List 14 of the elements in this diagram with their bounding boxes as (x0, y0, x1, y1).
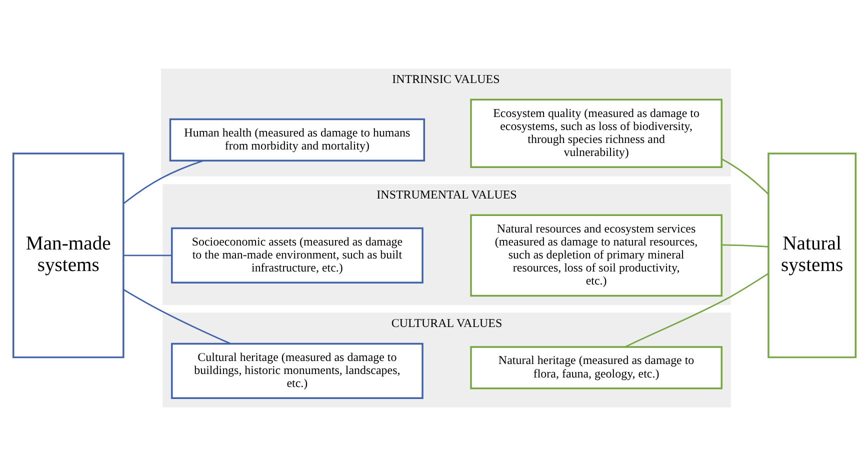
node-box: Man-made systems (12, 152, 124, 358)
node-box: Natural systems (767, 152, 856, 358)
connector (721, 244, 768, 247)
node-box: Human health (measured as damage to humans from morbidity and mortality) (168, 118, 425, 161)
node-box: Natural heritage (measured as damage to flora, fauna, geology, etc.) (470, 346, 722, 389)
connector (122, 254, 171, 256)
node-box: Cultural heritage (measured as damage to buildings, historic monuments, landscapes, etc.) (170, 342, 423, 399)
connector (123, 288, 230, 344)
node-box: Ecosystem quality (measured as damage to ecosystems, such as loss of biodiversity, through species richness and vulnerability) (470, 98, 722, 168)
node-box: Socioeconomic assets (measured as damage to the man-made environment, such as built infrastructure, etc.) (170, 226, 423, 284)
connector (720, 158, 768, 194)
connector (122, 159, 203, 204)
node-box: Natural resources and ecosystem services (measured as damage to natural resources, such as depletion of primary mineral resources, loss of soil productivity, etc.) (470, 214, 722, 296)
connector (624, 272, 768, 348)
